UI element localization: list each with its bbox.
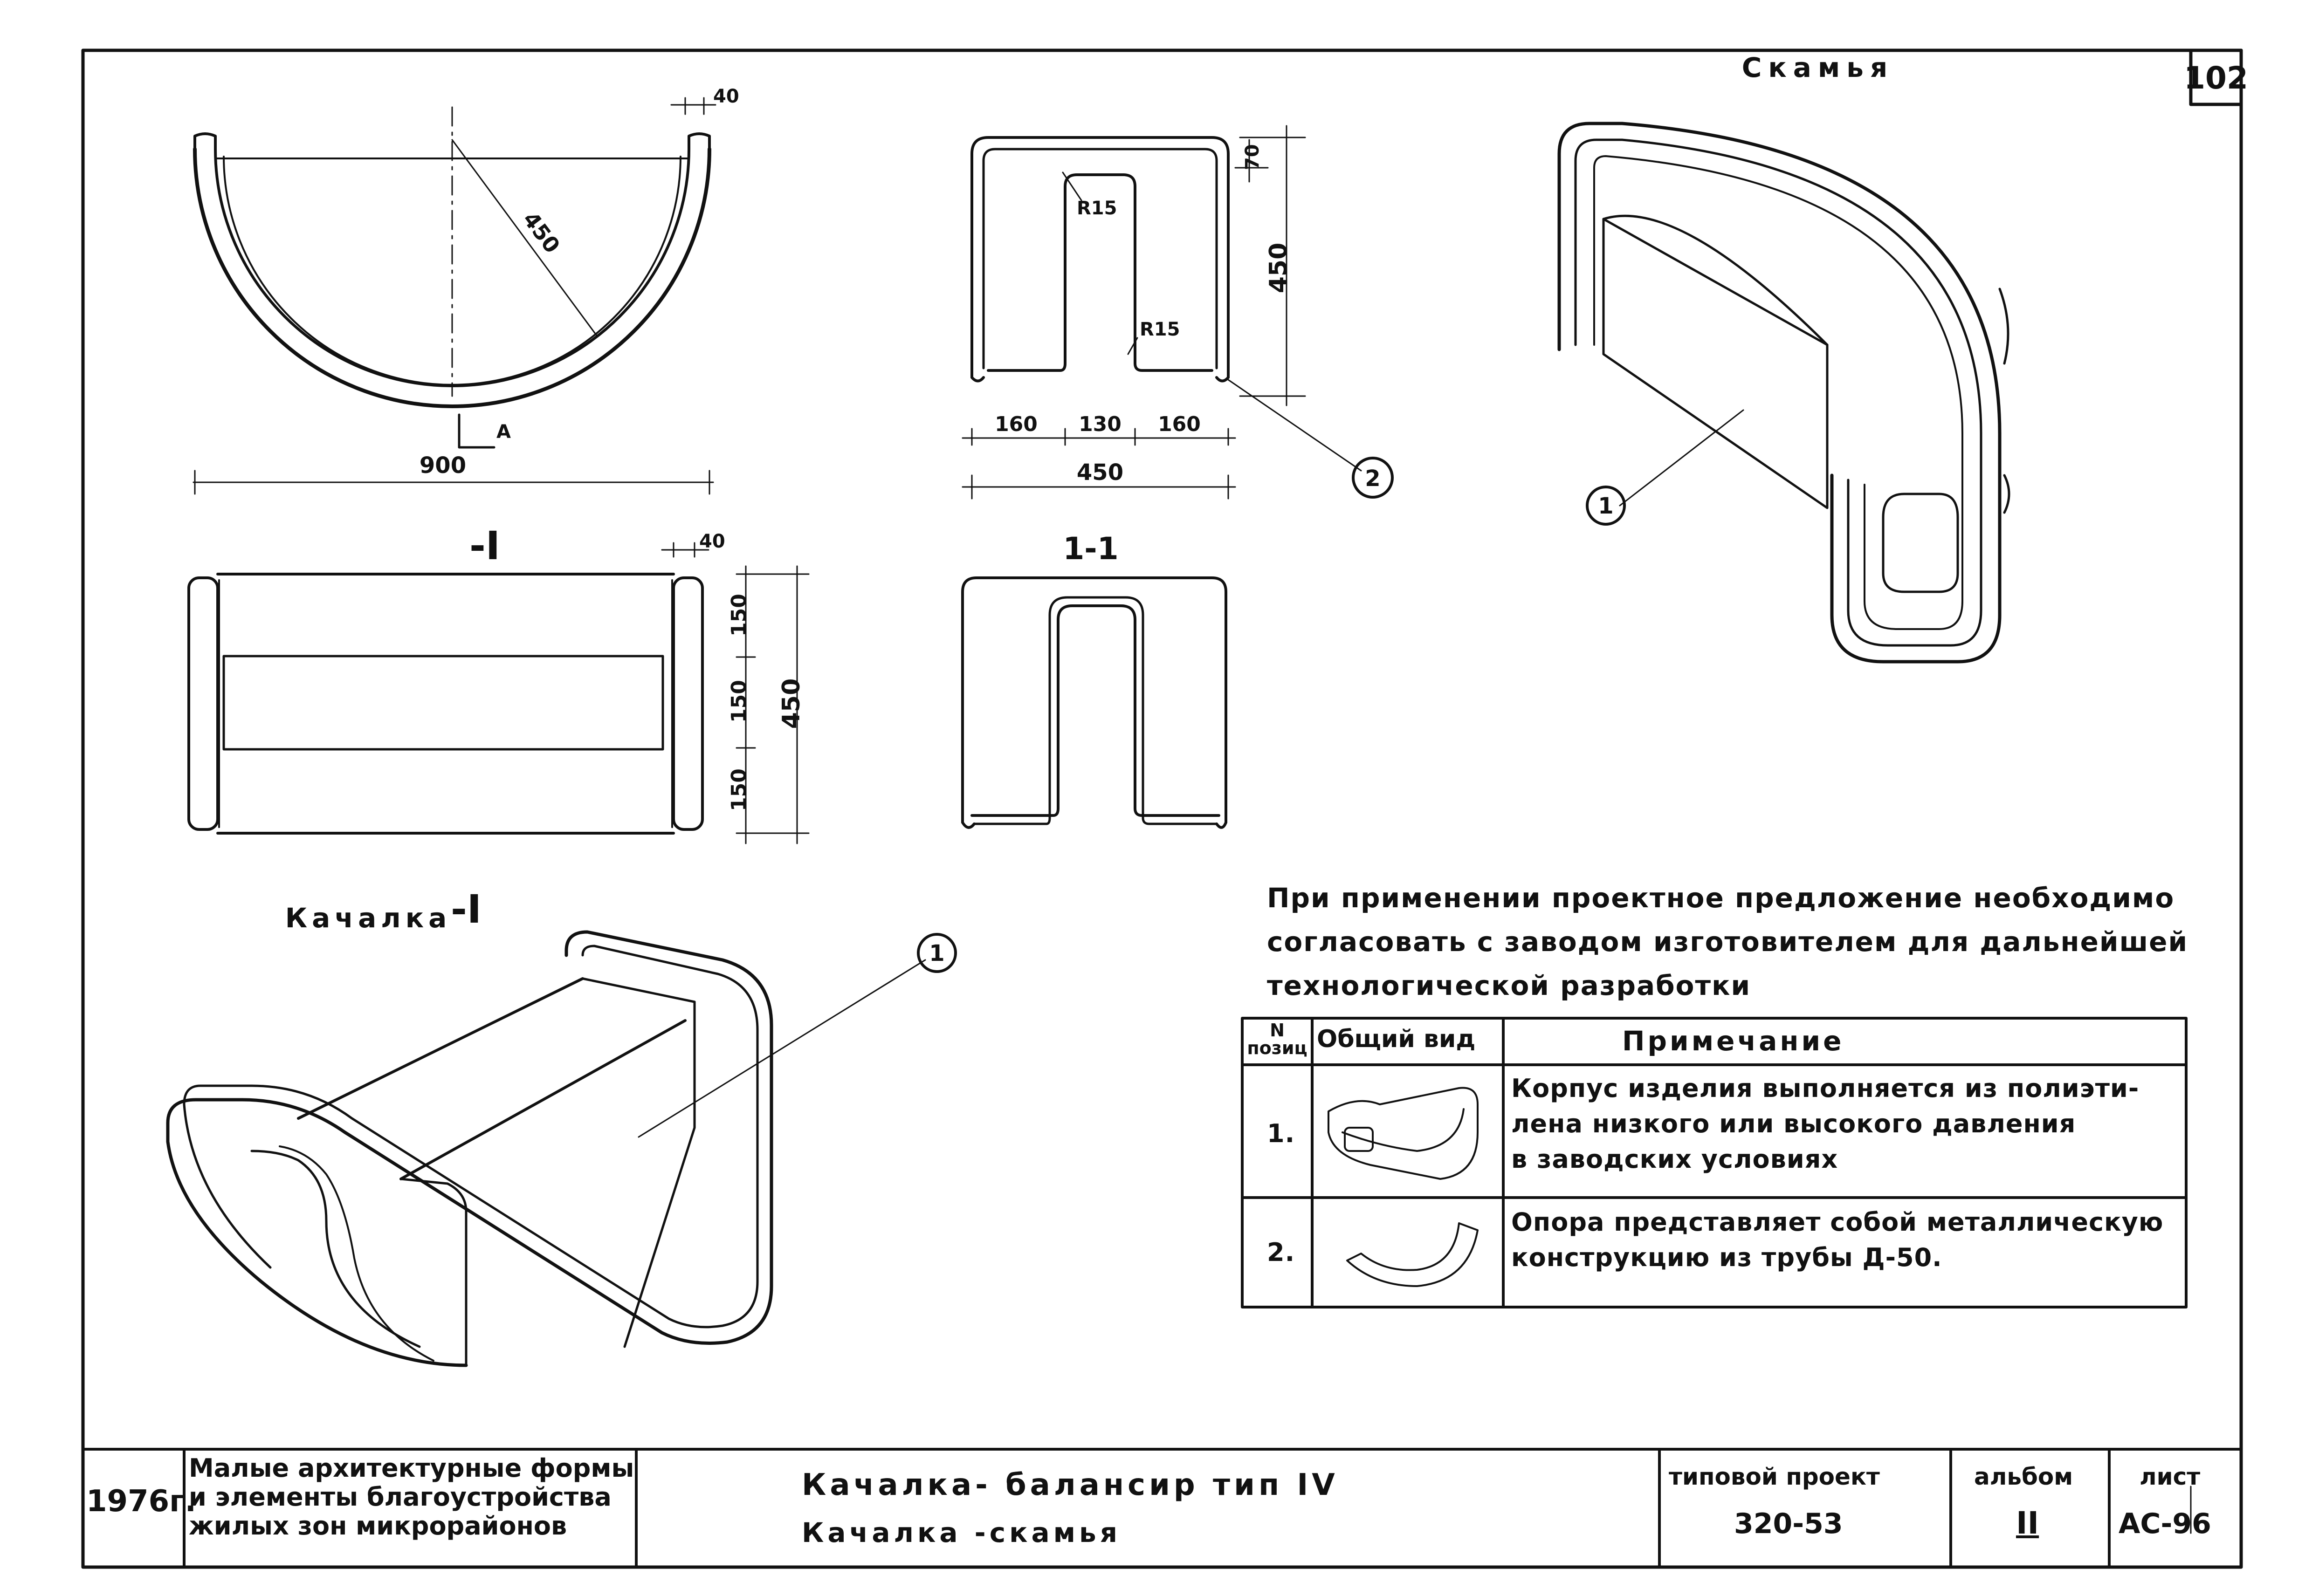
dim-w160-right: 160 (1158, 412, 1201, 436)
section-1-1 (961, 576, 1227, 829)
dim-elev-150a: 150 (727, 594, 751, 637)
callout-1-bench: 1 (1598, 493, 1613, 519)
bench-3d-view (1557, 122, 2010, 664)
title-series-line: и элементы благоустройства (189, 1482, 612, 1512)
album-value: II (2016, 1505, 2039, 1541)
note-paragraph: При применении проектное предложение нео… (1267, 876, 2188, 1007)
bench-title: Скамья (1742, 52, 1894, 83)
section-marker: А (496, 421, 511, 443)
spec-row-2-note-line: Опора представляет собой металлическую (1511, 1207, 2164, 1237)
spec-row-1-note-line: лена низкого или высокого давления (1511, 1109, 2076, 1138)
spec-row-1-note: Корпус изделия выполняется из полиэти- л… (1511, 1071, 2139, 1177)
dim-top-450: 450 (1265, 243, 1293, 294)
dim-elev-150c: 150 (727, 768, 751, 811)
sheet-frame (81, 48, 2243, 1569)
spec-header-note: Примечание (1622, 1025, 1844, 1057)
dim-w160-left: 160 (995, 412, 1038, 436)
dim-plan-radius: 450 (518, 207, 565, 258)
sheet-number: 102 (2184, 60, 2248, 96)
title-year: 1976г. (86, 1484, 196, 1519)
project-label: типовой проект (1669, 1463, 1880, 1490)
dim-elev-150b: 150 (727, 680, 751, 723)
spec-row-2-num: 2. (1267, 1238, 1295, 1267)
dim-elev-lip: 40 (699, 531, 725, 552)
title-main-line-2: Качалка -скамья (802, 1517, 1121, 1548)
title-series-line: жилых зон микрорайонов (189, 1511, 567, 1541)
project-value: 320-53 (1734, 1507, 1843, 1540)
dim-plan-lip: 40 (713, 86, 739, 107)
title-series-line: Малые архитектурные формы (189, 1453, 634, 1483)
cut-mark-top: -I (469, 523, 500, 569)
section-title: 1-1 (1063, 531, 1118, 567)
spec-row-1-num: 1. (1267, 1119, 1295, 1148)
cut-mark-bottom: -I (451, 886, 482, 932)
callout-2: 2 (1365, 466, 1380, 492)
spec-row-2-note: Опора представляет собой металлическую к… (1511, 1205, 2163, 1275)
title-main-line-1: Качалка- балансир тип IV (802, 1468, 1339, 1502)
radius-r15-lower: R15 (1140, 319, 1180, 340)
dim-top-70: 70 (1242, 144, 1263, 170)
spec-header-view: Общий вид (1317, 1025, 1476, 1053)
sheet-number-box (2189, 48, 2243, 106)
note-line-3: технологической разработки (1267, 970, 1751, 1001)
dim-elev-450: 450 (778, 678, 805, 729)
sheet-label: лист (2140, 1463, 2201, 1490)
spec-row-1-note-line: Корпус изделия выполняется из полиэти- (1511, 1074, 2140, 1103)
note-line-1: При применении проектное предложение нео… (1267, 882, 2175, 914)
sheet-value: АС-96 (2119, 1507, 2211, 1540)
spec-view-1-icon (1328, 1087, 1479, 1180)
rocker-3d-view (166, 930, 957, 1367)
spec-header-num: N позиц (1247, 1020, 1307, 1058)
dim-w450: 450 (1077, 459, 1123, 486)
title-series: Малые архитектурные формы и элементы бла… (189, 1454, 634, 1541)
callout-1-rocker: 1 (929, 940, 944, 966)
title-block-grid (82, 1448, 2243, 1569)
dim-plan-width: 900 (420, 452, 466, 479)
note-line-2: согласовать с заводом изготовителем для … (1267, 926, 2188, 958)
rocker-title: Качалка (285, 902, 452, 934)
spec-table-grid (1241, 1017, 2188, 1308)
album-label: альбом (1974, 1463, 2073, 1490)
front-elevation (187, 542, 810, 844)
top-view (962, 125, 1394, 500)
spec-view-2-icon (1346, 1222, 1479, 1287)
spec-row-1-note-line: в заводских условиях (1511, 1144, 1838, 1174)
plan-view (193, 97, 716, 495)
dim-w130: 130 (1079, 412, 1122, 436)
spec-row-2-note-line: конструкцию из трубы Д-50. (1511, 1243, 1942, 1272)
radius-r15-upper: R15 (1077, 198, 1117, 219)
